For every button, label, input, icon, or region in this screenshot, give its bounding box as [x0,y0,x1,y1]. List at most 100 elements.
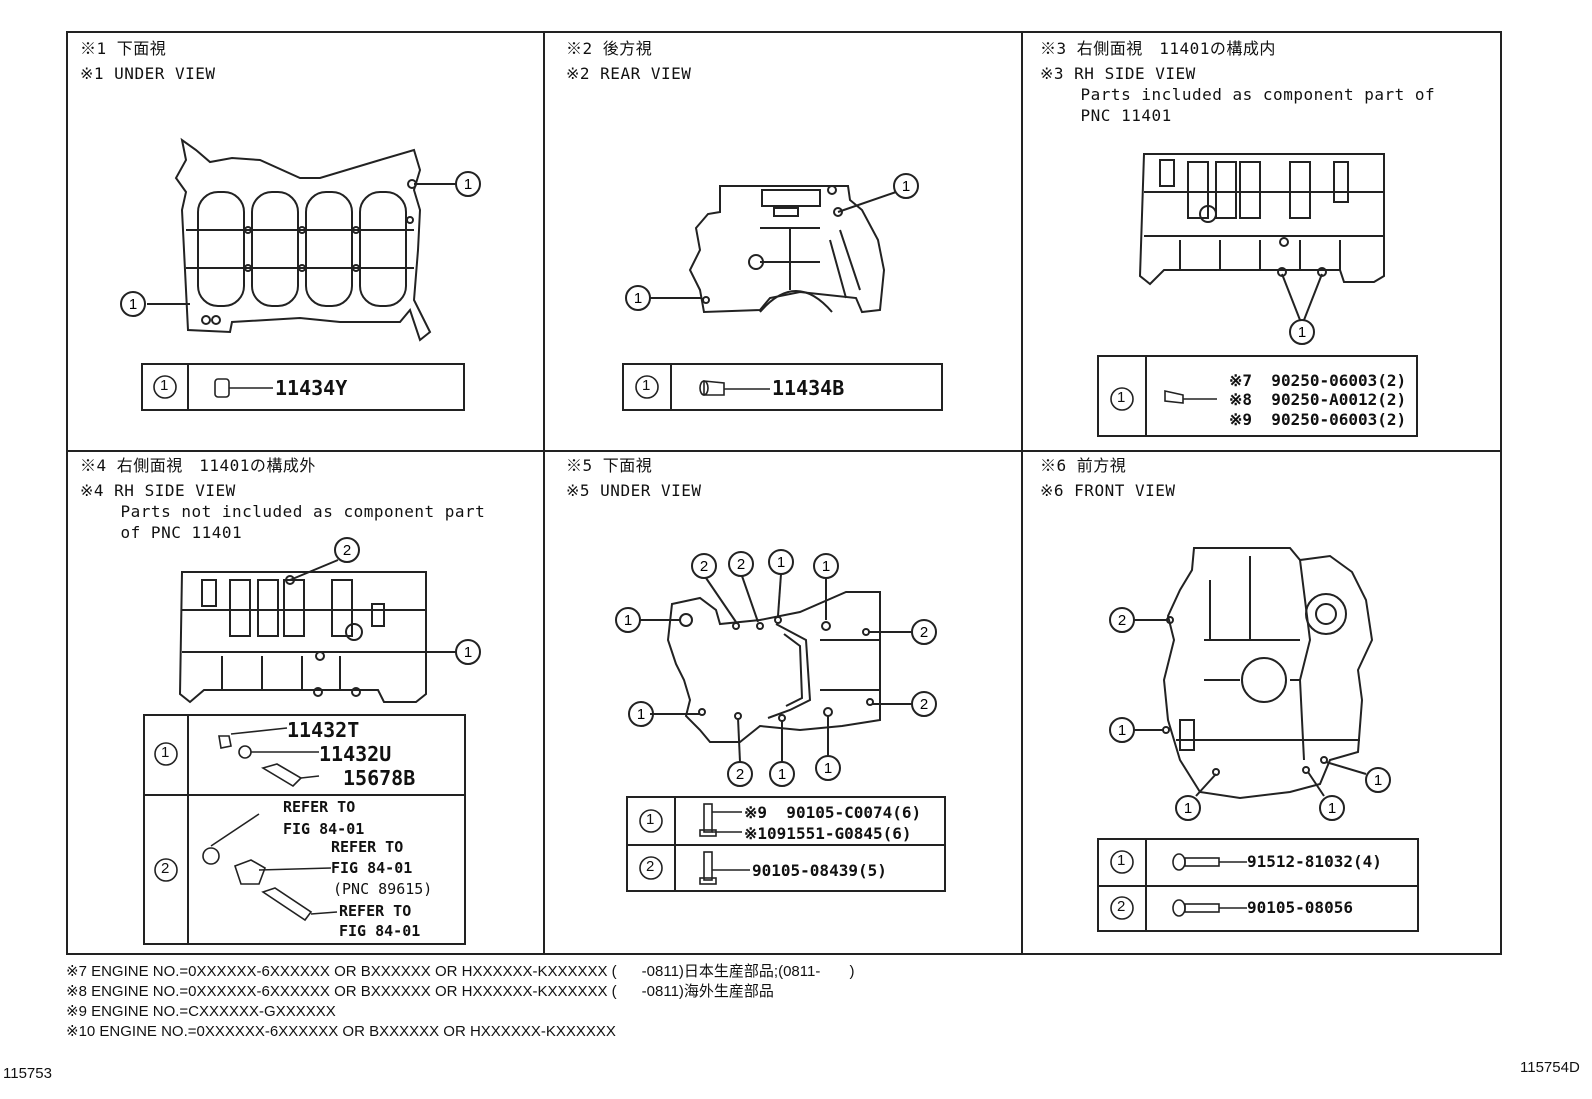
illustration-code-left: 115753 [3,1065,52,1082]
panel-header-line: ※6 FRONT VIEW [1040,481,1176,500]
ref-number: 2 [161,860,170,877]
ref-number: 2 [1117,898,1126,915]
callout-label: 1 [464,176,472,193]
part-number: ※9 90105-C0074(6) [744,803,922,822]
bracket-icon [233,859,266,885]
panel-header-line: ※3 右側面視 11401の構成内 [1040,39,1276,58]
plug-icon [218,735,232,749]
callout-label: 1 [637,706,645,723]
callout-label: 1 [777,554,785,571]
parts-table: 1 2 91512-81032(4) 90105-08056 [1097,838,1419,932]
illustration-code-right: 115754D [1520,1059,1580,1076]
refer-note: FIG 84-01 [283,820,365,838]
part-drawing [635,375,770,399]
ref-number: 1 [160,377,169,394]
bolt-icon [703,803,713,833]
plug-icon [202,847,220,865]
part-number: ※1091551-G0845(6) [744,824,912,843]
diagram-frame [66,31,1502,955]
refer-note: REFER TO [283,798,356,816]
parts-table: 1 2 ※9 90105-C0074(6) ※1091551-G0845(6) … [626,796,946,892]
panel-header-line: ※6 前方視 [1040,456,1127,475]
part-drawing [1110,387,1217,411]
callout-label: 2 [343,542,351,559]
refer-note: REFER TO [339,902,412,920]
row-divider [68,450,1500,452]
refer-note: REFER TO [331,838,404,856]
bolt-icon [1172,899,1186,917]
callout-label: 1 [824,760,832,777]
stud-icon [261,887,313,922]
footnote-8: ※8 ENGINE NO.=0XXXXXX-6XXXXXX OR BXXXXXX… [66,983,774,1000]
panel-header-line: ※1 下面視 [80,39,167,58]
panel-header-line: of PNC 11401 [80,523,243,542]
pin-icon [703,380,725,396]
callout-label: 1 [634,290,642,307]
refer-note: FIG 84-01 [339,922,421,940]
parts-table: 1 2 11432T 11432U 15678B REFER TO FIG 84… [143,714,466,945]
footnote-9: ※9 ENGINE NO.=CXXXXXX-GXXXXXX [66,1003,336,1020]
callout-label: 1 [1374,772,1382,789]
panel-header-line: PNC 11401 [1040,106,1172,125]
refer-note: FIG 84-01 [331,859,413,877]
footnote-7: ※7 ENGINE NO.=0XXXXXX-6XXXXXX OR BXXXXXX… [66,963,855,980]
dowel-pin-icon [1164,390,1184,404]
footnote-10: ※10 ENGINE NO.=0XXXXXX-6XXXXXX OR BXXXXX… [66,1023,616,1040]
part-number: ※9 90250-06003(2) [1229,410,1407,429]
part-number: 15678B [343,766,416,790]
callout-label: 2 [736,766,744,783]
panel-header-line: ※4 RH SIDE VIEW [80,481,236,500]
callout-1-circle [120,291,146,317]
callout-label: 1 [778,766,786,783]
column-divider-2 [1021,33,1023,953]
panel-header-line: ※4 右側面視 11401の構成外 [80,456,316,475]
callout-label: 1 [624,612,632,629]
part-drawing [153,375,273,399]
part-number: 90105-08056 [1247,898,1353,917]
callout-label: 2 [700,558,708,575]
ref-number: 1 [642,377,651,394]
parts-table: 1 11434B [622,363,943,411]
callout-label: 1 [1118,722,1126,739]
ref-number: 2 [646,858,655,875]
ref-number: 1 [646,811,655,828]
ref-number: 1 [1117,852,1126,869]
part-number: 11434B [772,376,845,400]
panel-header-line: ※2 REAR VIEW [566,64,692,83]
panel-header-line: ※2 後方視 [566,39,653,58]
part-number: ※7 90250-06003(2) [1229,371,1407,390]
callout-label: 2 [920,696,928,713]
part-drawing [154,727,338,922]
part-number: 90105-08439(5) [752,861,887,880]
bolt-icon [1172,853,1186,871]
refer-note: (PNC 89615) [333,880,433,898]
callout-label: 1 [1184,800,1192,817]
callout-label: 1 [902,178,910,195]
parts-table: 1 11434Y [141,363,465,411]
callout-label: 1 [129,296,137,313]
callout-label: 2 [737,556,745,573]
panel-header-line: ※5 UNDER VIEW [566,481,702,500]
callout-1-circle [455,171,481,197]
callout-label: 1 [464,644,472,661]
part-drawing [639,803,750,885]
part-number: 11432T [287,718,360,742]
callout-label: 1 [822,558,830,575]
parts-table: 1 ※7 90250-06003(2) ※8 90250-A0012(2) ※9… [1097,355,1418,437]
bolt-icon [703,851,713,881]
callout-label: 2 [920,624,928,641]
panel-header-line: ※1 UNDER VIEW [80,64,216,83]
ref-number: 1 [1117,389,1126,406]
callout-label: 2 [1118,612,1126,629]
part-number: ※8 90250-A0012(2) [1229,390,1407,409]
callout-label: 1 [1328,800,1336,817]
panel-header-line: Parts not included as component part [80,502,486,521]
part-number: 11434Y [275,376,348,400]
callout-label: 1 [1298,324,1306,341]
